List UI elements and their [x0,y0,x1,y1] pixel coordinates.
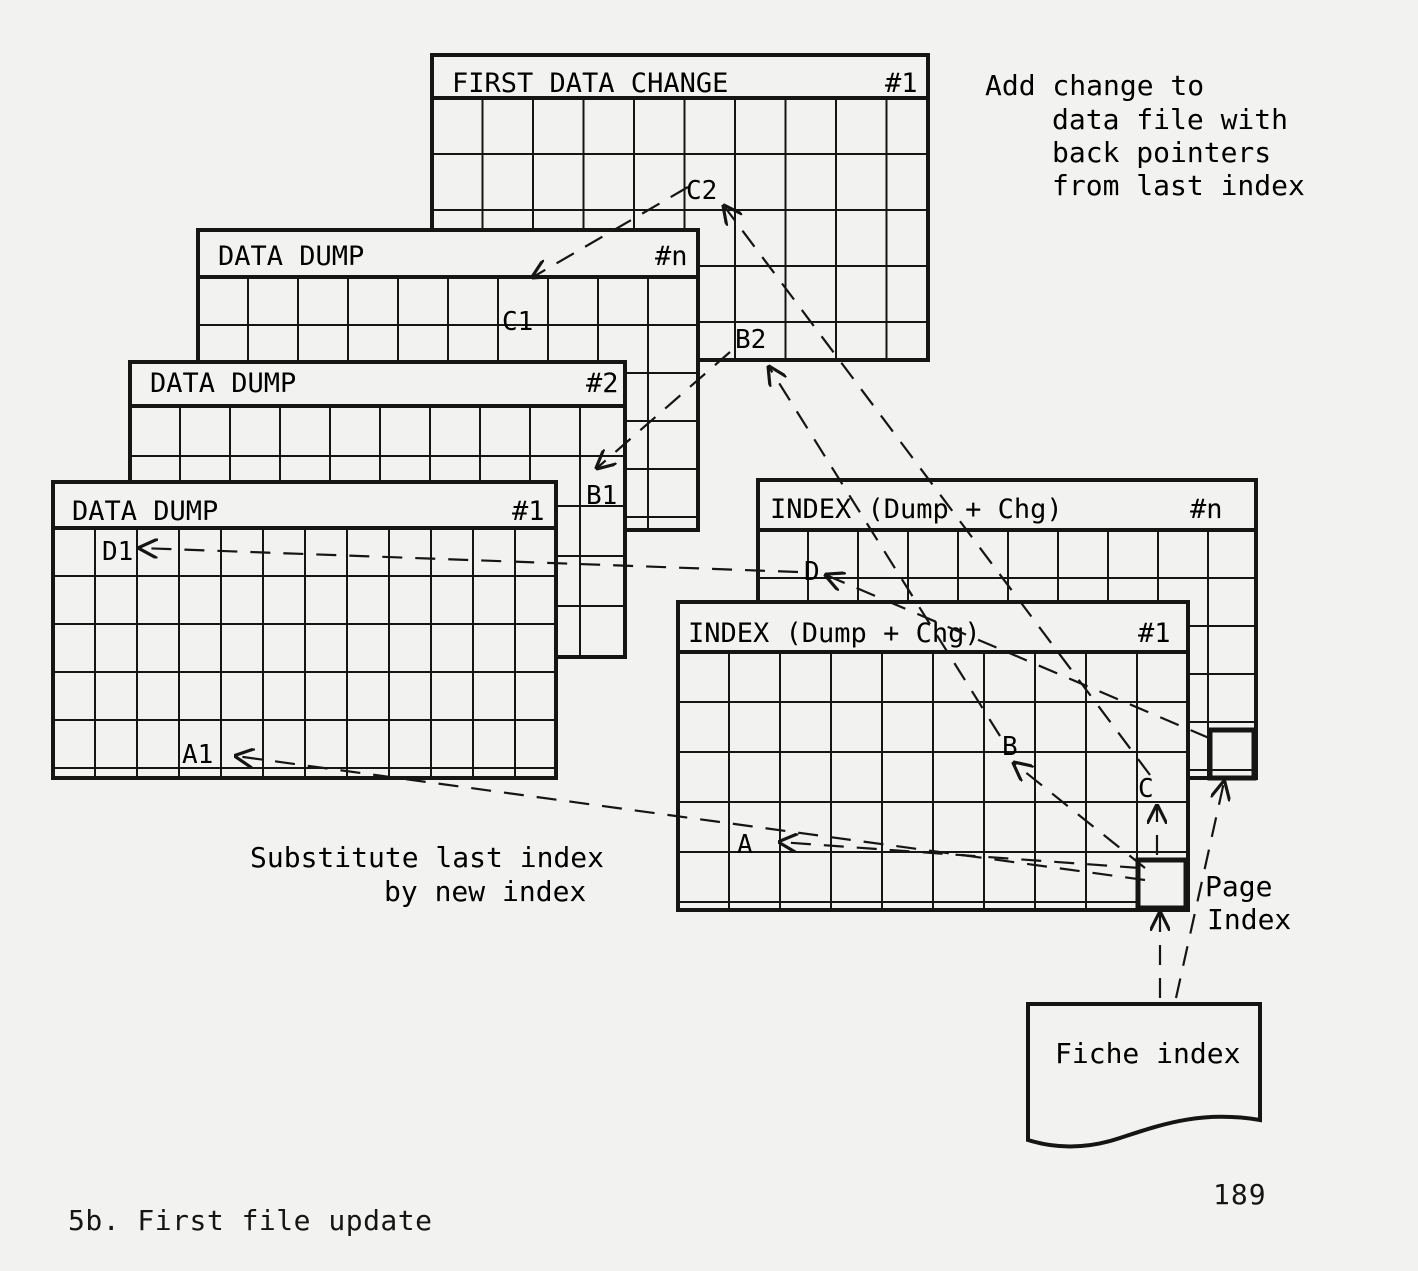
data-dump-1-panel: DATA DUMP #1 [51,480,558,780]
note-add-change-line1: Add change to [985,69,1204,102]
dump-2-title: DATA DUMP [150,368,296,399]
cell-labels: C2 C1 B2 B1 D1 A1 D A B C [102,176,1154,860]
index-n-title: INDEX (Dump + Chg) [770,494,1063,525]
label-d: D [804,557,820,587]
index-n-number: #n [1190,494,1223,525]
dump-2-number: #2 [586,368,619,399]
dump-n-title: DATA DUMP [218,241,364,272]
arrow-c-to-c2 [724,206,1151,776]
label-c1: C1 [502,307,533,337]
index-1-number: #1 [1138,618,1171,649]
figure-caption: 5b. First file update [68,1204,433,1237]
label-d1: D1 [102,537,133,567]
note-substitute-line2: by new index [384,875,586,908]
label-b2: B2 [735,325,766,355]
page-number: 189 [1213,1178,1267,1211]
label-b1: B1 [586,481,617,511]
arrow-page-to-a1 [236,756,1146,882]
dump-1-number: #1 [512,496,545,527]
arrow-c2-to-c1 [533,186,689,277]
arrow-b-to-b2 [769,367,1001,737]
note-add-change-line3: back pointers [1052,136,1271,169]
dump-1-title: DATA DUMP [72,496,218,527]
first-change-title: FIRST DATA CHANGE [452,68,728,99]
label-b: B [1002,732,1018,762]
note-add-change-line2: data file with [1052,103,1288,136]
fiche-index-label: Fiche index [1055,1037,1240,1070]
note-substitute-line1: Substitute last index [250,841,604,874]
annotations: Add change to data file with back pointe… [250,69,1305,936]
label-a1: A1 [182,740,213,770]
note-add-change-line4: from last index [1052,169,1305,202]
arrow-fiche-to-page-index-n [1174,782,1224,999]
fiche-index-document: Fiche index [1026,1002,1262,1149]
pointer-arrows [140,186,1224,999]
label-c2: C2 [686,176,717,206]
index-1-title: INDEX (Dump + Chg) [688,618,981,649]
dump-n-number: #n [655,241,688,272]
index-1-panel: INDEX (Dump + Chg) #1 [676,600,1190,912]
arrow-page-to-b [1014,763,1146,869]
label-a: A [737,830,753,860]
note-page-index-line2: Index [1207,903,1291,936]
arrow-pageindex-to-d [826,575,1210,740]
note-page-index-line1: Page [1205,870,1272,903]
arrow-b2-to-b1 [597,351,731,468]
arrow-page-to-a [780,842,1141,870]
label-c: C [1138,774,1154,804]
arrow-d-to-d1 [140,548,799,574]
first-change-number: #1 [885,68,918,99]
